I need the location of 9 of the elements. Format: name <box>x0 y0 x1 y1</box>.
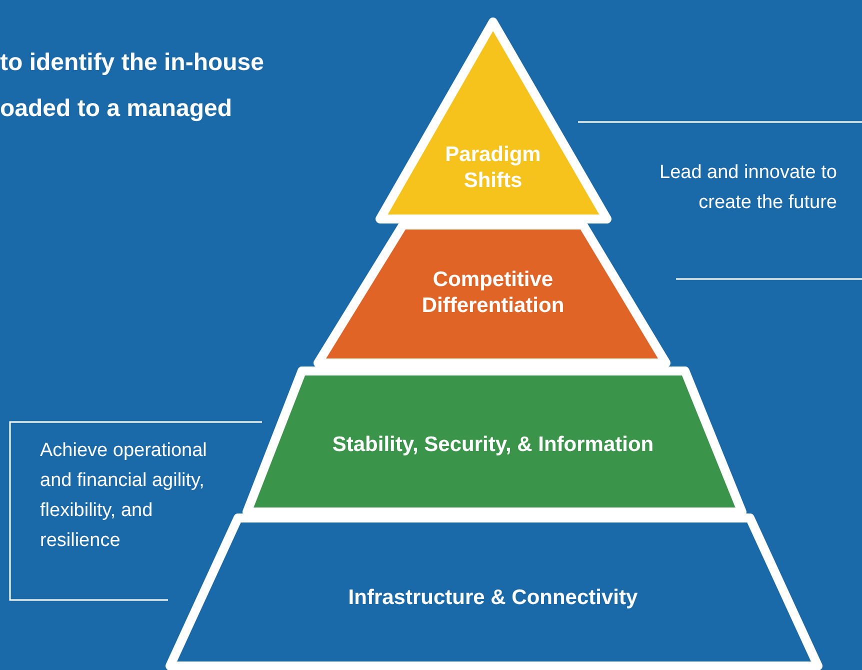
tier-label: Competitive Differentiation <box>420 267 566 319</box>
pyramid-tier <box>165 513 823 670</box>
side-note: Lead and innovate to create the future <box>658 161 837 215</box>
intro-text: to identify the in-house oaded to a managed <box>0 48 265 124</box>
side-note: Achieve operational and financial agility, flexibility, and resilience <box>40 439 208 553</box>
pyramid-tier <box>375 17 612 224</box>
tier-label: Infrastructure & Connectivity <box>347 585 639 611</box>
tier-label: Stability, Security, & Information <box>331 432 655 458</box>
tier-label: Paradigm Shifts <box>444 142 542 194</box>
